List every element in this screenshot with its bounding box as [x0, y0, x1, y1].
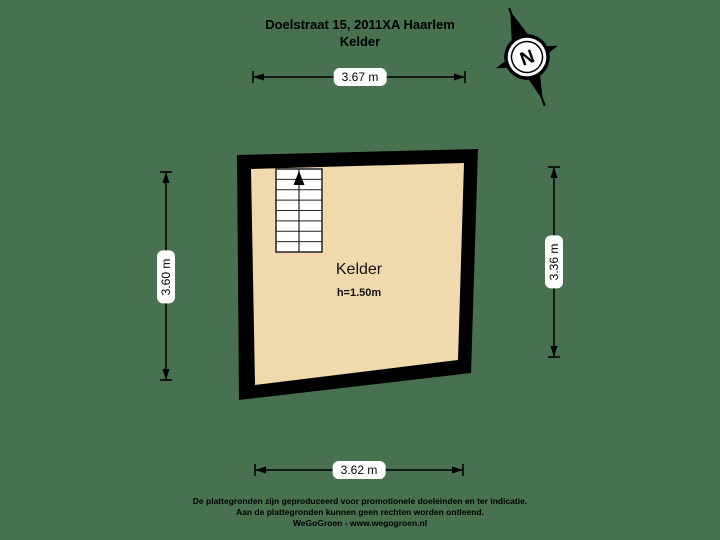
- footer-line-2: Aan de plattegronden kunnen geen rechten…: [236, 507, 484, 517]
- dimension-label-right: 3.36 m: [545, 235, 563, 289]
- footer-line-1: De plattegronden zijn geproduceerd voor …: [192, 496, 528, 506]
- plan-title: Doelstraat 15, 2011XA Haarlem Kelder: [0, 16, 720, 50]
- compass-icon: N: [495, 7, 559, 107]
- dimension-label-left: 3.60 m: [157, 250, 175, 304]
- footer-disclaimer: De plattegronden zijn geproduceerd voor …: [0, 496, 720, 529]
- plan-title-address: Doelstraat 15, 2011XA Haarlem: [265, 17, 455, 32]
- plan-title-floor: Kelder: [339, 34, 381, 49]
- dimension-label-bottom: 3.62 m: [332, 461, 386, 479]
- room-ceiling-height: h=1.50m: [336, 287, 382, 299]
- room-label: Kelder h=1.50m: [300, 261, 418, 299]
- compass-north-label: N: [517, 46, 537, 70]
- stairs-up-arrow-icon: [293, 171, 305, 185]
- dimension-label-top: 3.67 m: [333, 68, 387, 86]
- stairs: [275, 168, 323, 253]
- footer-line-3: WeGoGroen - www.wegogroen.nl: [292, 518, 428, 528]
- room-name: Kelder: [335, 261, 383, 278]
